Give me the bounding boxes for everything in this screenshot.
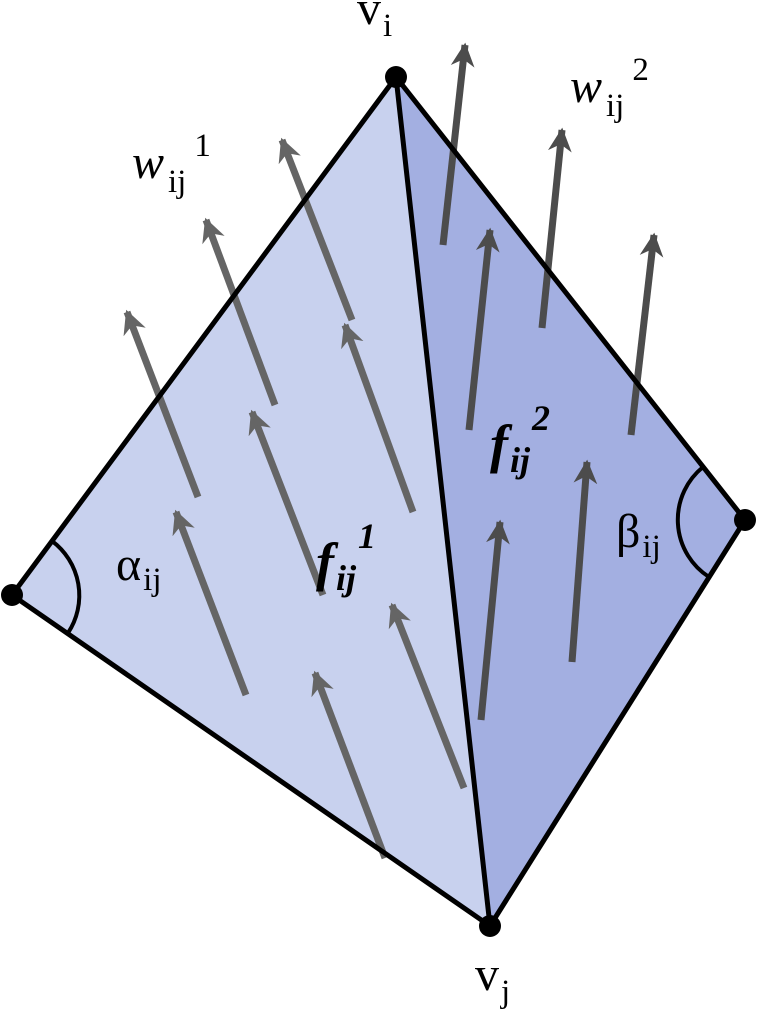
edge-right-vj [487, 517, 748, 929]
angle-beta-arc [675, 465, 711, 579]
edge-vi-vj [393, 74, 493, 929]
edge-vi-right [393, 74, 748, 523]
vertex-left-dot-icon [1, 584, 23, 606]
left-arrow-icon-8 [388, 602, 468, 790]
right-arrow-icon-6 [568, 459, 598, 663]
left-arrow-icon-3 [278, 137, 356, 322]
label-vj: vj [475, 948, 510, 1010]
vertex-vj-dot-icon [479, 915, 501, 937]
mesh-edges [9, 74, 748, 929]
right-arrow-icon-2 [538, 127, 572, 329]
label-beta-ij: βij [616, 505, 661, 565]
vector-field-left [123, 137, 468, 860]
label-vi: vi [357, 0, 392, 44]
face-left-fill [12, 77, 490, 926]
left-arrow-icon-5 [248, 409, 327, 597]
right-arrow-icon-5 [477, 519, 510, 721]
right-arrow-icon-4 [465, 227, 500, 431]
left-arrow-icon-7 [311, 670, 389, 860]
vertex-right-dot-icon [734, 509, 756, 531]
right-arrow-icon-1 [439, 42, 475, 246]
left-arrow-icon-2 [202, 217, 279, 407]
right-arrow-icon-3 [627, 232, 664, 436]
left-arrow-icon-6 [341, 322, 417, 514]
vector-field-right [439, 42, 664, 721]
vertex-vi-dot-icon [385, 66, 407, 88]
left-arrow-icon-4 [172, 509, 250, 697]
edge-vi-left [9, 74, 399, 598]
label-alpha-ij: αij [116, 538, 162, 598]
label-f-ij-2: fij2 [490, 398, 550, 480]
angle-alpha-arc [50, 539, 82, 635]
left-arrow-icon-1 [123, 309, 202, 499]
label-f-ij-1: fij1 [316, 516, 376, 598]
edge-left-vj [9, 592, 493, 929]
